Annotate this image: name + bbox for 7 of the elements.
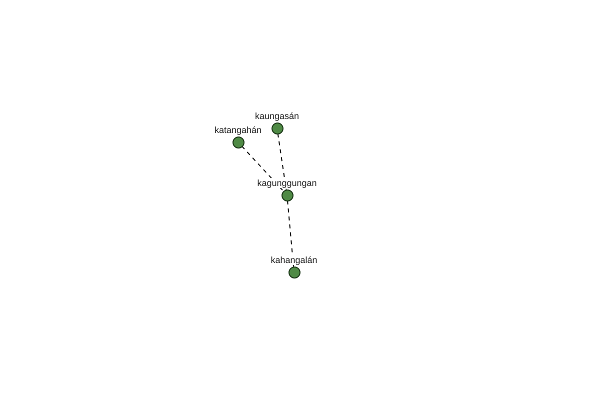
dashed-connector <box>241 146 284 192</box>
node-label: katangahán <box>213 125 263 135</box>
dashed-connector <box>277 132 287 190</box>
node-label: kaungasán <box>254 111 300 121</box>
node-label: kahangalán <box>270 255 318 265</box>
node-label: kagunggungan <box>256 178 318 188</box>
dashed-connector <box>287 200 294 268</box>
